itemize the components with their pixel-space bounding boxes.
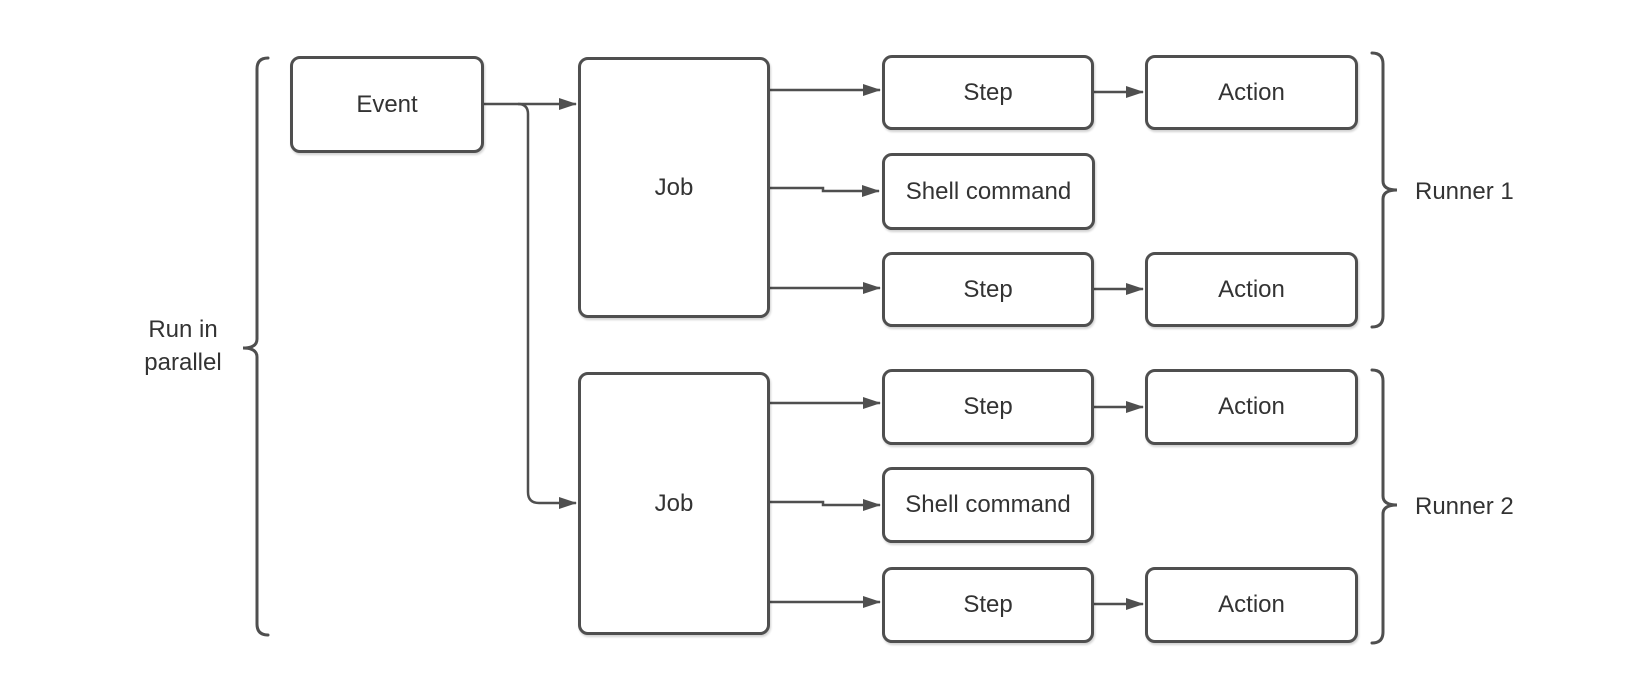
node-shell-command-1: Shell command [882,153,1095,230]
node-job-2-label: Job [654,489,694,517]
node-action-2-label: Action [1218,275,1285,303]
node-step-1-label: Step [963,78,1013,106]
node-step-4-label: Step [963,591,1013,618]
node-job-1-label: Job [654,173,694,201]
runner1-brace [1370,51,1398,329]
node-step-4: Step [882,567,1094,643]
node-action-1-label: Action [1218,78,1285,106]
node-shell-command-2: Shell command [882,467,1094,543]
run-in-parallel-label-line2: parallel [144,349,222,376]
node-action-3: Action [1145,369,1358,445]
node-step-2: Step [882,252,1094,327]
node-job-2: Job [578,372,770,635]
node-shell-command-1-label: Shell command [905,177,1072,205]
node-step-3-label: Step [963,393,1013,420]
runner-2-label: Runner 2 [1415,493,1514,520]
node-action-3-label: Action [1218,393,1285,420]
node-event-label: Event [356,90,418,118]
edge-event-job2 [517,102,577,509]
node-action-4: Action [1145,567,1358,643]
node-step-2-label: Step [963,275,1013,303]
node-action-4-label: Action [1218,591,1285,618]
edge-job1-shell1 [768,185,880,197]
node-job-1: Job [578,57,770,318]
run-in-parallel-label-line1: Run in [148,316,218,343]
run-in-parallel-label: Run in parallel [108,313,258,379]
node-shell-command-2-label: Shell command [905,491,1071,518]
edge-job2-shell2 [768,499,881,511]
runner-1-label: Runner 1 [1415,178,1514,205]
node-step-3: Step [882,369,1094,445]
runner2-brace [1370,368,1398,645]
node-event: Event [290,56,484,153]
node-step-1: Step [882,55,1094,130]
node-action-1: Action [1145,55,1358,130]
node-action-2: Action [1145,252,1358,327]
